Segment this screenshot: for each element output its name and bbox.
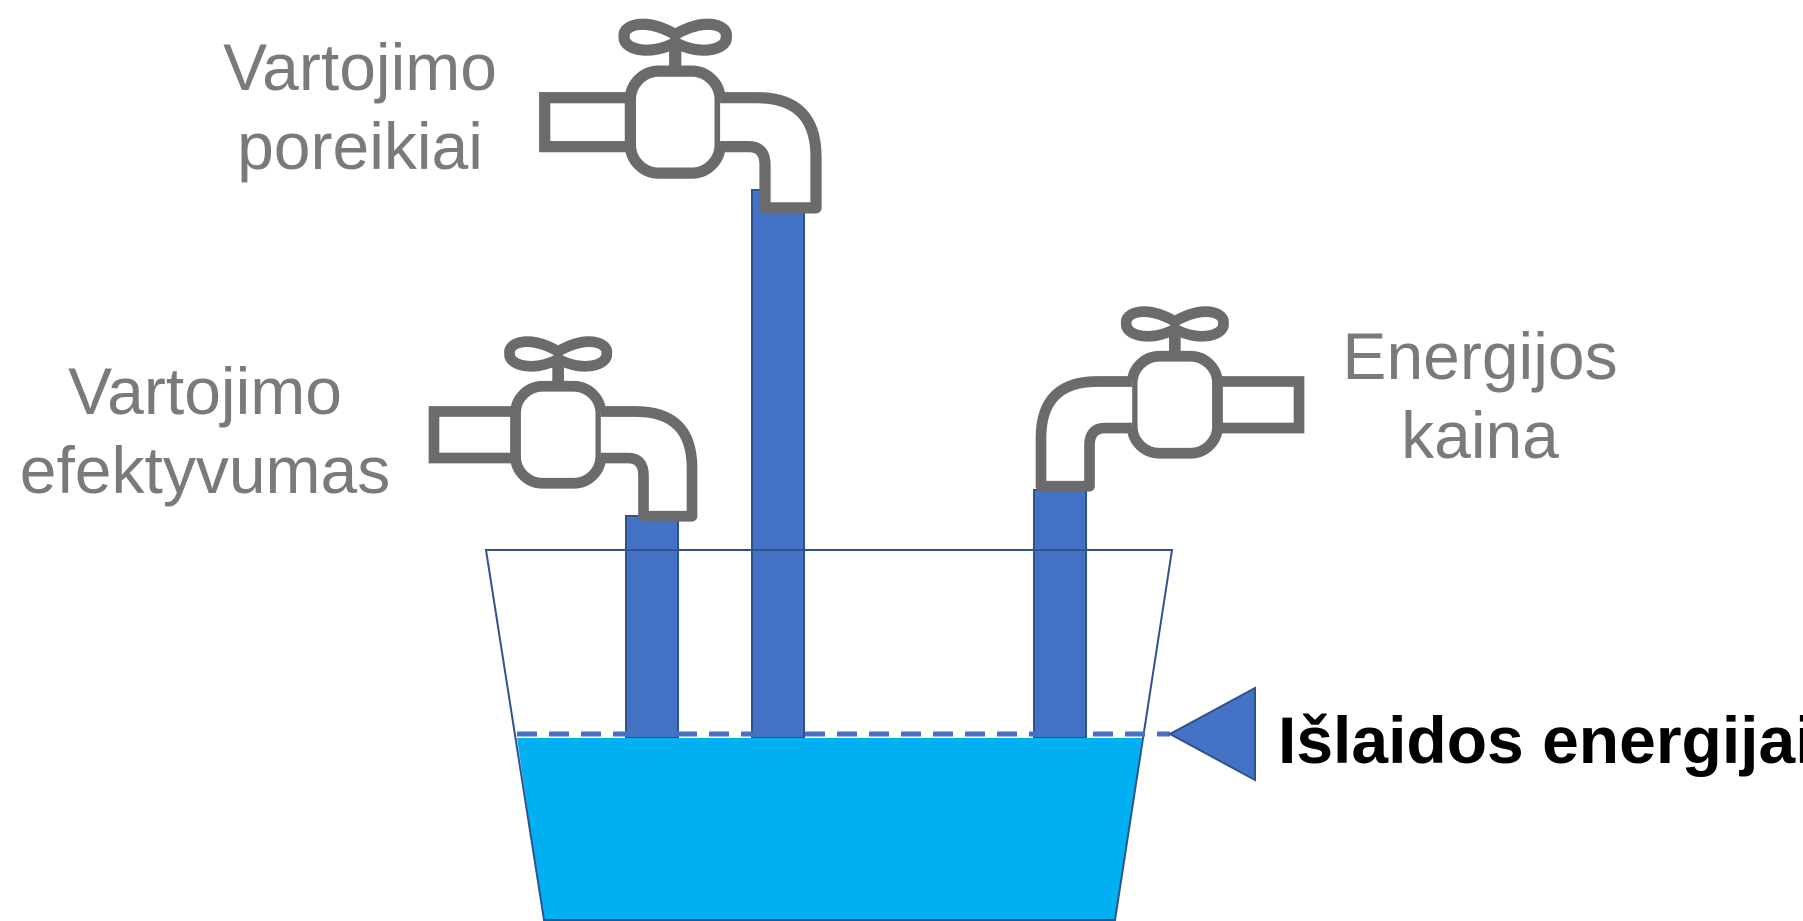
label-consumption-efficiency-line2: efektyvumas (19, 433, 391, 508)
faucet-icon (545, 24, 816, 208)
stream-energy-price (1033, 489, 1087, 739)
faucet-icon (1041, 312, 1299, 487)
label-consumption-efficiency-line1: Vartojimo (68, 354, 342, 428)
stream-consumption-efficiency (625, 515, 679, 739)
bucket-water (517, 738, 1142, 920)
label-consumption-needs: Vartojimo poreikiai (170, 28, 550, 186)
label-consumption-needs-line2: poreikiai (237, 109, 483, 184)
label-energy-expenses: Išlaidos energijai (1278, 703, 1803, 777)
label-energy-price-line1: Energijos (1342, 319, 1618, 393)
label-energy-price: Energijos kaina (1300, 317, 1660, 475)
label-consumption-needs-line1: Vartojimo (223, 30, 497, 104)
bucket-outline (484, 549, 1174, 921)
stream-consumption-needs (751, 189, 805, 739)
faucet-icon (434, 342, 692, 517)
label-consumption-efficiency: Vartojimo efektyvumas (0, 352, 410, 510)
label-energy-price-line2: kaina (1401, 398, 1559, 473)
triangle-pointer-icon (1167, 686, 1256, 782)
